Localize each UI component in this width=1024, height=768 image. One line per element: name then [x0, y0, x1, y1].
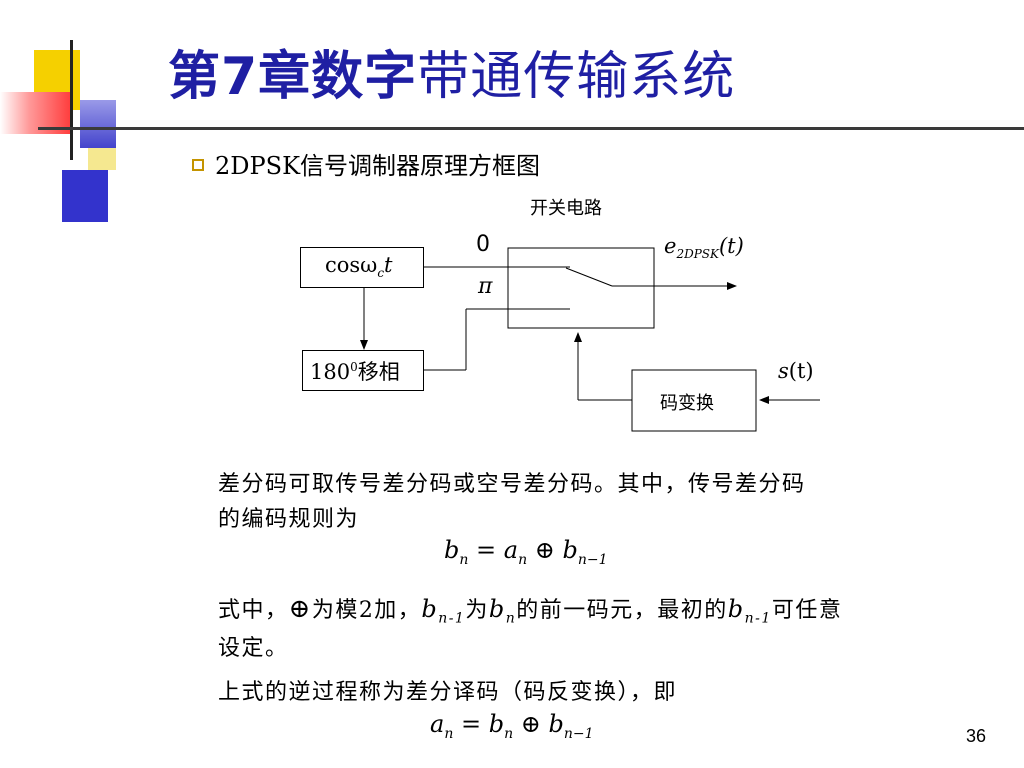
title-bold-part: 第7章数字: [168, 47, 418, 107]
pi-label: π: [478, 274, 493, 299]
para3: 上式的逆过程称为差分译码（码反变换），即: [218, 680, 678, 705]
zero-label: 0: [476, 232, 490, 257]
deco-vertical-line: [70, 40, 73, 160]
input-label: s(t): [778, 359, 814, 383]
carrier-box: [300, 247, 424, 288]
slide-title: 第7章数字带通传输系统: [168, 34, 735, 109]
title-rest-part: 带通传输系统: [417, 47, 736, 107]
output-label: e2DPSK(t): [664, 234, 744, 262]
equation-decode: an = bn ⊕ bn−1: [430, 710, 594, 742]
para1-line1: 差分码可取传号差分码或空号差分码。其中，传号差分码: [218, 472, 806, 497]
deco-blue-square-top: [80, 100, 116, 148]
para2-line2: 设定。: [218, 636, 289, 661]
deco-yellow-square-small: [88, 148, 116, 170]
para2-line1: 式中，⊕为模2加，bn-1为bn的前一码元，最初的bn-1可任意: [218, 594, 843, 627]
phase-shifter-label: 1800移相: [310, 360, 400, 384]
bullet-square-icon: [192, 159, 204, 171]
phase-shifter-box: [302, 350, 424, 391]
code-box-rect: [631, 369, 757, 432]
equation-encode: bn = an ⊕ bn−1: [444, 536, 608, 568]
switch-blade: [565, 267, 613, 287]
page-number: 36: [966, 726, 987, 746]
switch-circuit-label: 开关电路: [530, 198, 602, 219]
deco-blue-square: [62, 170, 108, 222]
carrier-label: cosωct: [325, 253, 393, 281]
title-rule: [38, 127, 1024, 130]
code-box-label: 码变换: [660, 393, 714, 414]
bullet-heading: 2DPSK信号调制器原理方框图: [215, 152, 541, 180]
switch-box: [507, 247, 655, 329]
para1-line2: 的编码规则为: [218, 507, 360, 532]
